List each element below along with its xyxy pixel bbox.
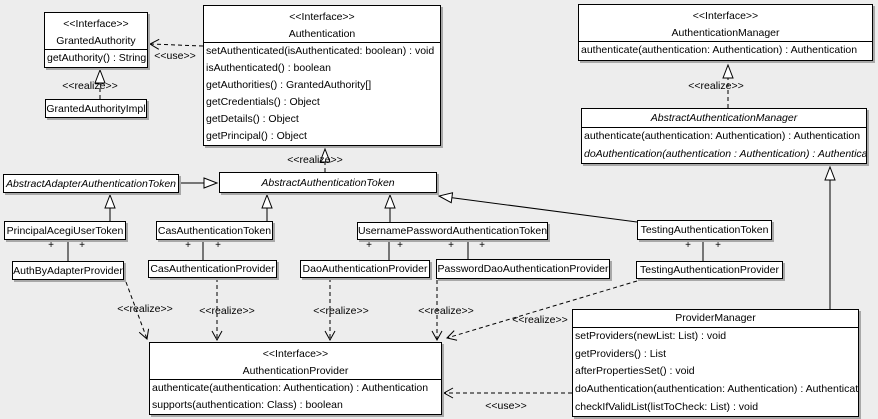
member-row: setProviders(newList: List) : void	[575, 330, 727, 342]
class-name: AuthenticationProvider	[242, 365, 349, 377]
realize-label: <<realize>>	[418, 305, 474, 317]
class-name: GrantedAuthority	[56, 35, 136, 47]
class-name: ProviderManager	[675, 312, 756, 324]
class-box-dao-authentication-provider: DaoAuthenticationProvider	[300, 260, 430, 278]
class-box-granted-authority: <<Interface>> GrantedAuthority getAuthor…	[44, 12, 148, 68]
class-header: <<Interface>> AuthenticationManager	[579, 5, 872, 41]
member-row: authenticate(authentication: Authenticat…	[581, 44, 858, 56]
association-end-plus: +	[79, 240, 85, 251]
class-box-principal-acegi-user-token: PrincipalAcegiUserToken	[4, 221, 126, 240]
class-name: GrantedAuthorityImpl	[46, 102, 146, 115]
member-row: authenticate(authentication: Authenticat…	[584, 130, 861, 142]
class-name: TestingAuthenticationProvider	[640, 264, 779, 276]
class-box-abstract-authentication-token: AbstractAuthenticationToken	[219, 172, 437, 193]
class-name: UsernamePasswordAuthenticationToken	[357, 225, 548, 237]
stereotype-label: <<Interface>>	[63, 18, 129, 30]
use-label: <<use>>	[154, 50, 196, 62]
class-box-abstract-authentication-manager: AbstractAuthenticationManager authentica…	[581, 108, 867, 164]
class-name: CasAuthenticationToken	[157, 224, 272, 237]
member-row: setAuthenticated(isAuthenticated: boolea…	[206, 45, 435, 57]
association-end-plus: +	[448, 240, 454, 251]
member-row: getDetails() : Object	[206, 113, 299, 126]
stereotype-label: <<Interface>>	[692, 10, 759, 22]
class-name: AuthenticationManager	[671, 27, 780, 39]
class-name: CasAuthenticationProvider	[150, 263, 275, 275]
class-name: Authentication	[288, 28, 356, 40]
members-compartment: authenticate(authentication: Authenticat…	[582, 127, 866, 163]
use-authentication-to-granted-authority	[148, 38, 204, 50]
association-end-plus: +	[397, 240, 403, 251]
class-box-testing-authentication-provider: TestingAuthenticationProvider	[636, 261, 783, 279]
class-name: TestingAuthenticationToken	[640, 224, 769, 236]
realize-label: <<realize>>	[688, 80, 744, 92]
association-end-plus: +	[685, 240, 691, 251]
association-end-plus: +	[185, 240, 191, 251]
realize-label: <<realize>>	[62, 80, 118, 92]
class-header: <<Interface>> Authentication	[204, 6, 440, 42]
class-name: DaoAuthenticationProvider	[302, 263, 428, 275]
realize-label: <<realize>>	[117, 303, 173, 315]
association-end-plus: +	[215, 240, 221, 251]
class-box-authentication: <<Interface>> Authentication setAuthenti…	[203, 5, 441, 146]
class-header: <<Interface>> GrantedAuthority	[45, 13, 147, 49]
class-name: AbstractAuthenticationToken	[261, 176, 395, 189]
class-box-authentication-provider: <<Interface>> AuthenticationProvider aut…	[149, 342, 442, 415]
class-box-password-dao-authentication-provider: PasswordDaoAuthenticationProvider	[436, 259, 610, 279]
member-row: authenticate(authentication: Authenticat…	[152, 382, 429, 394]
class-name: AbstractAuthenticationManager	[650, 112, 798, 124]
member-row: supports(authentication: Class) : boolea…	[152, 399, 343, 411]
member-row: getProviders() : List	[575, 347, 667, 360]
class-header: AbstractAuthenticationManager	[582, 109, 866, 127]
members-compartment: authenticate(authentication: Authenticat…	[579, 41, 872, 59]
class-name: AbstractAdapterAuthenticationToken	[5, 177, 177, 190]
class-box-username-password-authentication-token: UsernamePasswordAuthenticationToken	[357, 222, 548, 240]
class-name: PrincipalAcegiUserToken	[6, 224, 124, 237]
member-row-abstract: doAuthentication(authentication : Authen…	[584, 147, 866, 160]
class-box-auth-by-adapter-provider: AuthByAdapterProvider	[12, 261, 124, 280]
member-row: getAuthorities() : GrantedAuthority[]	[206, 79, 372, 92]
class-box-authentication-manager: <<Interface>> AuthenticationManager auth…	[578, 4, 873, 61]
class-box-testing-authentication-token: TestingAuthenticationToken	[637, 220, 772, 240]
realize-label: <<realize>>	[512, 314, 568, 326]
stereotype-label: <<Interface>>	[289, 11, 355, 23]
members-compartment: setProviders(newList: List) : void getPr…	[573, 327, 858, 417]
members-compartment: setAuthenticated(isAuthenticated: boolea…	[204, 42, 440, 146]
class-box-provider-manager: ProviderManager setProviders(newList: Li…	[572, 309, 859, 417]
association-end-plus: +	[715, 240, 721, 251]
association-end-plus: +	[48, 240, 54, 251]
members-compartment: getAuthority() : String	[45, 49, 147, 66]
realize-label: <<realize>>	[287, 154, 343, 166]
class-box-abstract-adapter-authentication-token: AbstractAdapterAuthenticationToken	[3, 174, 179, 193]
member-row: checkIfValidList(listToCheck: List) : vo…	[575, 400, 759, 413]
class-box-granted-authority-impl: GrantedAuthorityImpl	[45, 99, 147, 118]
class-box-cas-authentication-provider: CasAuthenticationProvider	[148, 260, 277, 278]
use-label: <<use>>	[485, 400, 527, 412]
stereotype-label: <<Interface>>	[262, 348, 329, 360]
class-header: ProviderManager	[573, 310, 858, 327]
class-header: <<Interface>> AuthenticationProvider	[150, 343, 441, 379]
class-box-cas-authentication-token: CasAuthenticationToken	[156, 221, 273, 240]
association-end-plus: +	[366, 240, 372, 251]
members-compartment: authenticate(authentication: Authenticat…	[150, 379, 441, 414]
realize-label: <<realize>>	[313, 305, 369, 317]
association-end-plus: +	[479, 240, 485, 251]
class-name: PasswordDaoAuthenticationProvider	[437, 263, 609, 275]
class-name: AuthByAdapterProvider	[13, 264, 123, 277]
generalization-testing-token	[437, 192, 638, 223]
member-row: getCredentials() : Object	[206, 96, 320, 109]
member-row: isAuthenticated() : boolean	[206, 62, 331, 75]
member-row: doAuthentication(authentication: Authent…	[575, 383, 858, 396]
member-row: getPrincipal() : Object	[206, 130, 307, 143]
realize-label: <<realize>>	[199, 305, 255, 317]
member-row: afterPropertiesSet() : void	[575, 365, 695, 378]
member-row: getAuthority() : String	[47, 52, 147, 64]
